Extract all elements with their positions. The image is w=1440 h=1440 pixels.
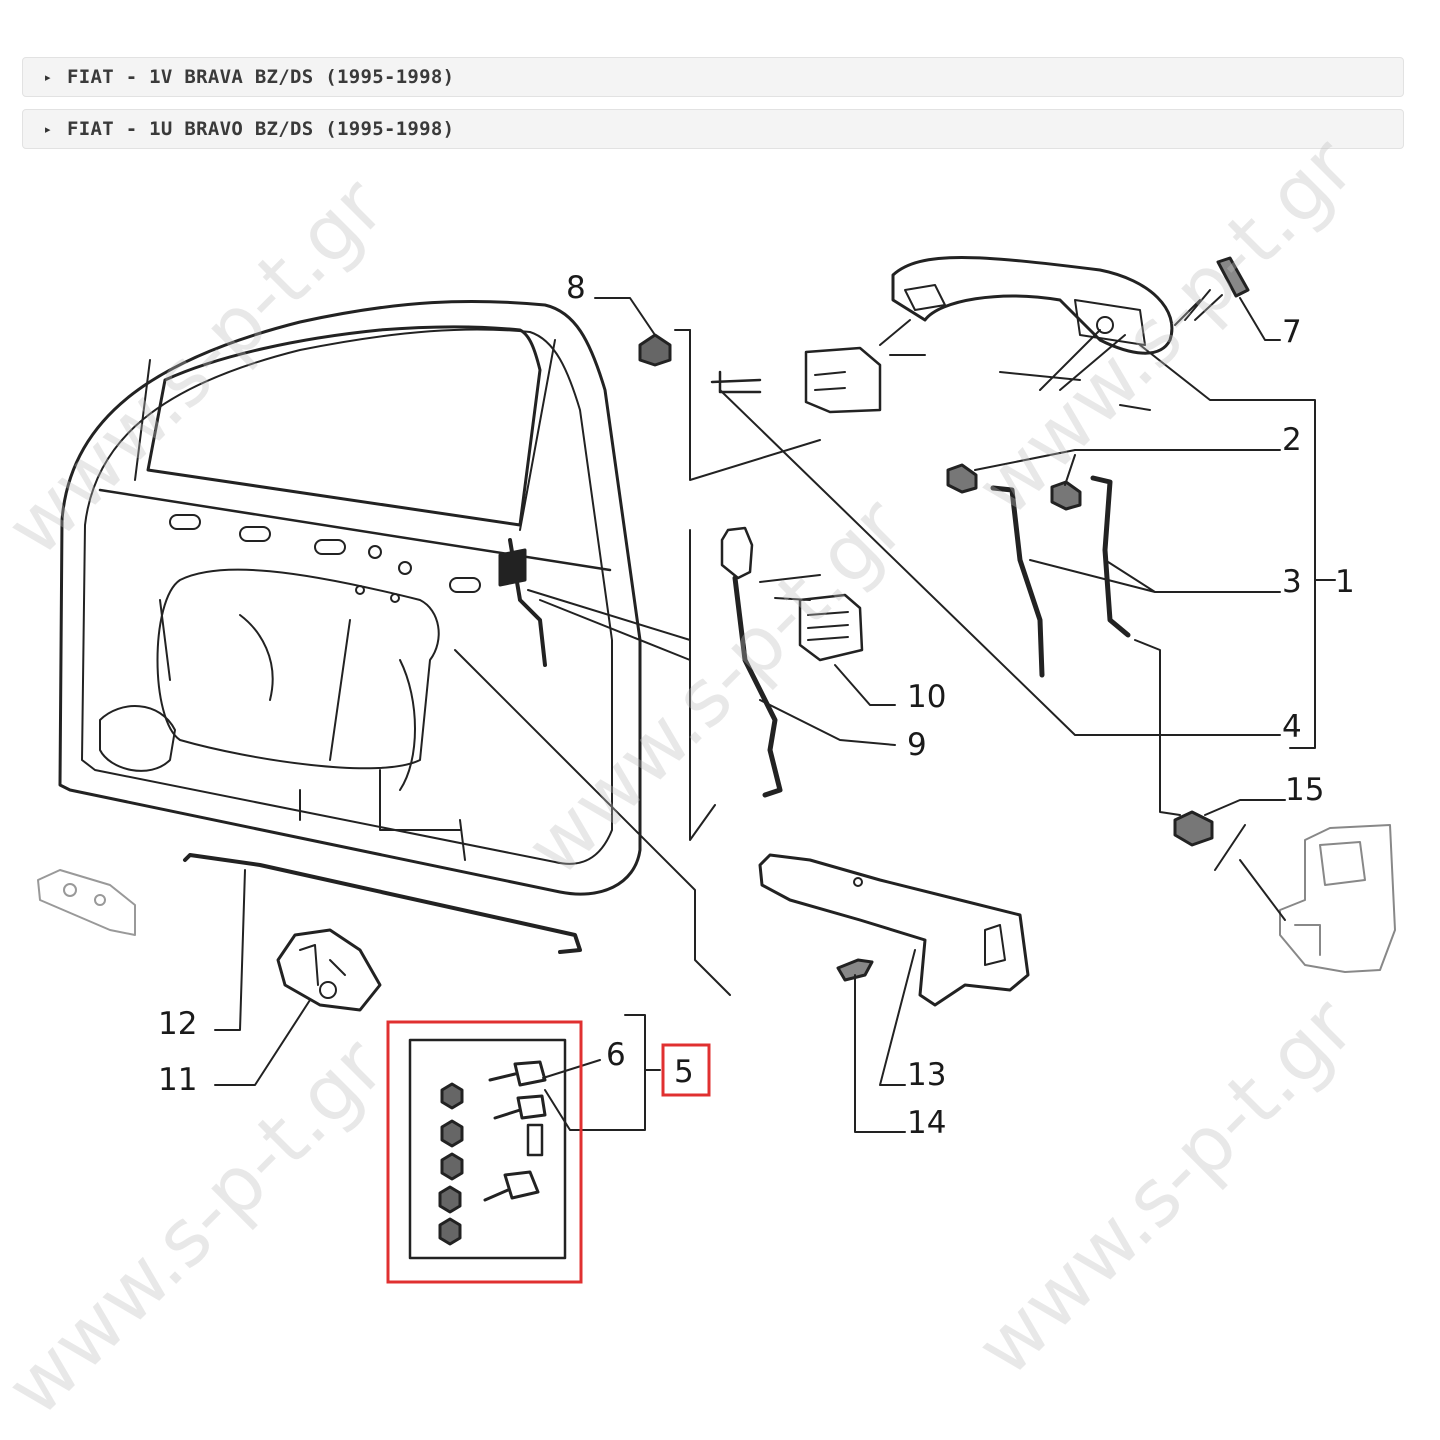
- part-5-lock-set: [408, 1014, 661, 1260]
- part-2-clips: [946, 449, 1281, 511]
- watermark-text: www.s-p-t.gr: [960, 121, 1372, 533]
- part-12-rod: [183, 853, 582, 1031]
- watermark-text: www.s-p-t.gr: [0, 161, 402, 573]
- part-3-rods: [990, 475, 1281, 678]
- part-9-rod: [720, 526, 896, 798]
- watermark-text: www.s-p-t.gr: [960, 981, 1372, 1393]
- callout-7: 7: [1282, 314, 1302, 350]
- part-10-connector: [759, 574, 896, 706]
- part-13-inner-handle: [758, 853, 1030, 1086]
- vehicle-row-bravo[interactable]: ▸ FIAT - 1U BRAVO BZ/DS (1995-1998): [22, 109, 1404, 149]
- callout-5: 5: [674, 1054, 694, 1090]
- vehicle-row-label: FIAT - 1U BRAVO BZ/DS (1995-1998): [67, 118, 455, 140]
- callout-12: 12: [158, 1006, 197, 1042]
- lock-set-highlight: [386, 1020, 583, 1284]
- vehicle-row-brava[interactable]: ▸ FIAT - 1V BRAVA BZ/DS (1995-1998): [22, 57, 1404, 97]
- callout-5-highlight: [661, 1043, 711, 1097]
- part-door-latch: [1214, 824, 1396, 973]
- vehicle-row-label: FIAT - 1V BRAVA BZ/DS (1995-1998): [67, 66, 455, 88]
- triangle-right-icon: ▸: [45, 122, 51, 136]
- callout-13: 13: [907, 1057, 946, 1093]
- part-1-handle: [879, 256, 1336, 749]
- callout-11: 11: [158, 1062, 197, 1098]
- callout-2: 2: [1282, 422, 1302, 458]
- part-11-housing: [214, 928, 382, 1086]
- callout-14: 14: [907, 1105, 946, 1141]
- callout-10: 10: [907, 679, 946, 715]
- callout-3: 3: [1282, 564, 1302, 600]
- watermark-text: www.s-p-t.gr: [510, 481, 922, 893]
- door-frame: [58, 299, 642, 896]
- part-15-nut: [1134, 639, 1286, 847]
- triangle-right-icon: ▸: [45, 70, 51, 84]
- part-14-screw: [836, 958, 906, 1133]
- watermark-text: www.s-p-t.gr: [0, 1021, 402, 1433]
- callout-15: 15: [1285, 772, 1324, 808]
- part-lock-bracket-left: [37, 869, 136, 936]
- callout-8: 8: [566, 270, 586, 306]
- callout-9: 9: [907, 727, 927, 763]
- callout-6: 6: [606, 1037, 626, 1073]
- callout-1: 1: [1335, 564, 1355, 600]
- callout-4: 4: [1282, 709, 1302, 745]
- part-7-screw: [1216, 256, 1281, 341]
- part-8-nut: [594, 297, 672, 367]
